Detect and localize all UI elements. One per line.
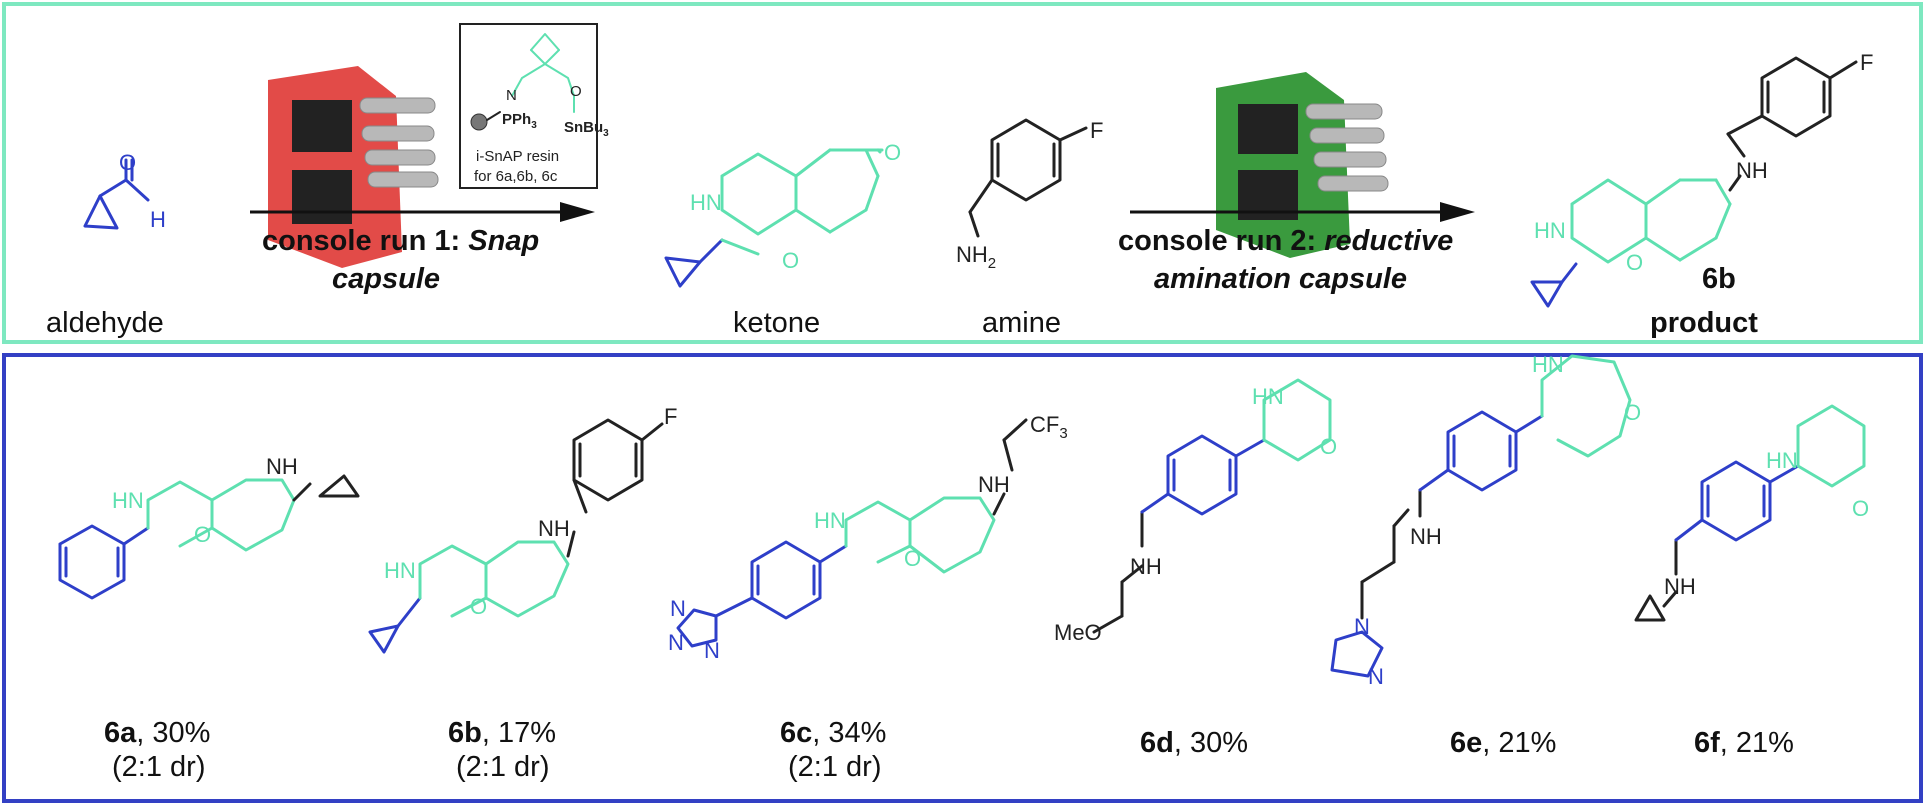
6c-yield: , 34% [812,717,886,749]
product-fluorine: F [1860,50,1873,75]
6c-nh: NH [978,472,1010,497]
6e-id: 6e [1450,727,1482,759]
compound-6a-caption: 6a, 30% (2:1 dr) [104,717,210,783]
svg-text:6e, 21%: 6e, 21% [1450,727,1556,759]
product-hn: HN [1534,218,1566,243]
6d-meo: MeO [1054,620,1102,645]
6e-oxygen: O [1624,400,1641,425]
6d-hn: HN [1252,384,1284,409]
6b-id: 6b [448,717,482,749]
product-ring-oxygen: O [1626,250,1643,275]
6c-triazole-n3: N [704,638,720,663]
6a-oxygen: O [194,522,211,547]
6e-nh: NH [1410,524,1442,549]
6f-oxygen: O [1852,496,1869,521]
6b-nh: NH [538,516,570,541]
svg-text:6c, 34%: 6c, 34% [780,717,886,749]
snap-capsule-red [268,66,439,268]
product-id: 6b [1702,263,1736,295]
step1-caption-line1: console run 1: Snap [262,225,539,257]
compound-6e-caption: 6e, 21% [1450,727,1556,759]
aldehyde-structure: O H [83,150,166,232]
6f-hn: HN [1766,448,1798,473]
compound-6f-structure: NH HN O [1634,404,1869,622]
resin-pph3: PPh3 [502,111,537,131]
6e-hn: HN [1532,352,1564,377]
6b-oxygen: O [470,594,487,619]
6c-id: 6c [780,717,812,749]
6a-nh: NH [266,454,298,479]
product-label: product [1650,307,1758,339]
compound-6c-structure: CF3 NH HN O N N N [668,412,1068,663]
6c-cf3: CF3 [1030,412,1068,442]
6a-id: 6a [104,717,137,749]
ketone-hn: HN [690,190,722,215]
compound-6d-structure: MeO NH HN O [1054,378,1337,645]
6d-oxygen: O [1320,434,1337,459]
compound-6c-caption: 6c, 34% (2:1 dr) [780,717,886,783]
bottom-panel-frame [2,353,1923,803]
top-panel-frame [2,2,1923,344]
step2-caption-line2: amination capsule [1154,263,1407,295]
ketone-structure: HN O O [664,140,901,288]
ketone-ring-oxygen: O [782,248,799,273]
isnap-resin-box: N O PPh3 SnBu3 i-SnAP resin for 6a,6b, 6… [459,23,609,189]
6f-nh: NH [1664,574,1696,599]
step2-caption-line1: console run 2: reductive [1118,225,1453,257]
svg-text:6f, 21%: 6f, 21% [1694,727,1794,759]
svg-text:6d, 30%: 6d, 30% [1140,727,1248,759]
resin-oxygen: O [570,83,582,100]
6e-yield: , 21% [1482,727,1556,759]
resin-snbu3: SnBu3 [564,119,609,139]
compound-6a-structure: HN O NH [58,454,360,600]
6a-dr: (2:1 dr) [112,751,205,783]
6a-hn: HN [112,488,144,513]
aldehyde-hydrogen: H [150,207,166,232]
amine-structure: F NH2 [956,118,1103,272]
resin-nitrogen: N [506,87,517,104]
compound-6d-caption: 6d, 30% [1140,727,1248,759]
6b-hn: HN [384,558,416,583]
resin-for: for 6a,6b, 6c [474,168,558,185]
compound-6b-structure: F NH HN O [368,404,677,654]
6d-yield: , 30% [1174,727,1248,759]
amine-fluorine: F [1090,118,1103,143]
6f-id: 6f [1694,727,1720,759]
aldehyde-label: aldehyde [46,307,164,339]
product-structure: F NH HN O [1530,50,1873,308]
6c-hn: HN [814,508,846,533]
ketone-carbonyl-oxygen: O [884,140,901,165]
6b-dr: (2:1 dr) [456,751,549,783]
6c-dr: (2:1 dr) [788,751,881,783]
compound-6e-structure: NH HN O N N [1330,352,1641,689]
product-nh: NH [1736,158,1768,183]
amine-nh2: NH2 [956,242,996,272]
6c-oxygen: O [904,546,921,571]
6e-imidazole-n3: N [1368,664,1384,689]
svg-text:6b, 17%: 6b, 17% [448,717,556,749]
6a-yield: , 30% [136,717,210,749]
amine-label: amine [982,307,1061,339]
step1-caption-line2: capsule [332,263,440,295]
6d-nh: NH [1130,554,1162,579]
6c-triazole-n1: N [670,596,686,621]
compound-6f-caption: 6f, 21% [1694,727,1794,759]
6b-fluorine: F [664,404,677,429]
compound-6b-caption: 6b, 17% (2:1 dr) [448,717,556,783]
svg-text:6a, 30%: 6a, 30% [104,717,210,749]
ketone-label: ketone [733,307,820,339]
6d-id: 6d [1140,727,1174,759]
6b-yield: , 17% [482,717,556,749]
6e-imidazole-n1: N [1354,614,1370,639]
resin-name: i-SnAP resin [476,148,559,165]
aldehyde-oxygen: O [119,150,136,175]
6f-yield: , 21% [1720,727,1794,759]
6c-triazole-n2: N [668,630,684,655]
